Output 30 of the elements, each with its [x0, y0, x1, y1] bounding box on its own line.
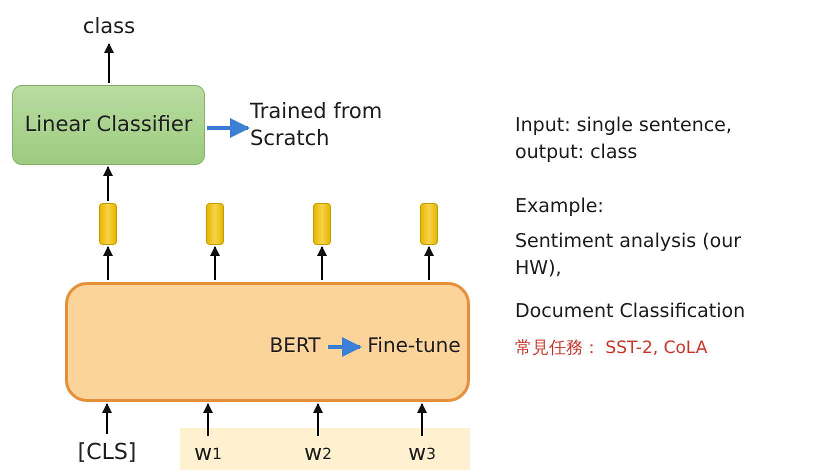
vector-bar: [420, 203, 438, 245]
arrow: [417, 403, 427, 436]
node-label: [CLS]: [72, 436, 142, 470]
vector-bar: [313, 203, 331, 245]
arrow: [328, 337, 362, 357]
node-label: BERT: [264, 330, 326, 360]
task-note: 常見任務： SST-2, CoLA: [515, 337, 708, 360]
vector-bar: [206, 203, 224, 245]
classifier-box: [12, 85, 205, 165]
description-text: Sentiment analysis (our HW),: [515, 229, 742, 281]
node-label: Trained from Scratch: [250, 92, 420, 158]
arrow: [104, 43, 114, 83]
arrow: [317, 246, 327, 280]
arrow: [103, 246, 113, 280]
box-label: Linear Classifier: [24, 111, 192, 138]
input-band: [180, 428, 470, 470]
arrow: [313, 403, 323, 436]
node-label: Fine-tune: [362, 330, 466, 360]
model-box: [65, 282, 470, 402]
arrow: [102, 403, 112, 434]
arrow: [424, 246, 434, 280]
description-text: Document Classification: [515, 299, 746, 324]
vector-bar: [99, 203, 117, 245]
description-text: Example:: [515, 194, 605, 219]
node-label: class: [80, 12, 138, 42]
description-text: Input: single sentence, output: class: [515, 113, 733, 165]
arrow: [203, 403, 213, 436]
arrow: [207, 118, 250, 138]
arrow: [210, 246, 220, 280]
arrow: [103, 166, 113, 201]
